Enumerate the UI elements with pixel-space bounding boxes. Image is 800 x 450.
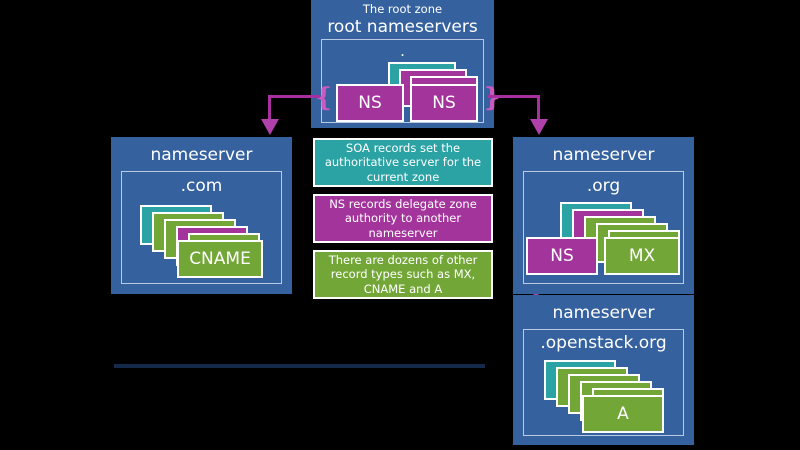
zone-box-openstack-org: nameserver .openstack.org A	[513, 295, 694, 445]
root-zone-heading: root nameservers	[327, 17, 478, 37]
zone-inner-org: .org NS MX	[523, 171, 684, 284]
zone-heading-openstack-org: nameserver	[552, 303, 655, 323]
root-zone-caption: The root zone	[362, 2, 443, 16]
record-label: NS	[550, 246, 574, 266]
record-label: A	[617, 404, 629, 424]
record-card-mx: MX	[604, 237, 680, 275]
root-zone-label: .	[400, 42, 405, 60]
connector-line-right-horizontal	[488, 95, 540, 98]
legend-other: There are dozens of other record types s…	[313, 250, 493, 299]
zone-inner-com: .com CNAME	[121, 171, 282, 284]
legend-ns: NS records delegate zone authority to an…	[313, 194, 493, 243]
record-card-a: A	[582, 395, 664, 433]
record-label: NS	[358, 93, 382, 113]
zone-heading-org: nameserver	[552, 145, 655, 165]
connector-bracket-left: ❴	[313, 83, 335, 113]
zone-box-com: nameserver .com CNAME	[111, 137, 292, 294]
legend-text: NS records delegate zone authority to an…	[329, 196, 477, 240]
zone-label-org: .org	[586, 176, 621, 196]
legend-text: SOA records set the authoritative server…	[324, 140, 482, 184]
connector-line-left-vertical	[268, 95, 271, 122]
record-card-ns-labeled: NS	[526, 237, 598, 275]
legend-soa: SOA records set the authoritative server…	[313, 138, 493, 187]
connector-line-right-vertical	[537, 95, 540, 122]
record-label: CNAME	[189, 249, 251, 269]
zone-label-openstack-org: .openstack.org	[540, 333, 667, 353]
legend-text: There are dozens of other record types s…	[328, 252, 478, 296]
footer-divider	[114, 364, 485, 368]
root-zone-inner: . NS NS	[321, 39, 484, 123]
zone-inner-openstack-org: .openstack.org A	[523, 329, 684, 436]
record-card-ns-right: NS	[410, 84, 478, 122]
connector-arrow-to-org	[530, 119, 548, 135]
connector-bracket-right: ❵	[481, 83, 503, 113]
record-label: MX	[628, 246, 656, 266]
record-label: NS	[432, 93, 456, 113]
zone-heading-com: nameserver	[150, 145, 253, 165]
zone-label-com: .com	[180, 176, 223, 196]
zone-box-org: nameserver .org NS MX	[513, 137, 694, 294]
root-zone-box: The root zone root nameservers . NS NS	[311, 0, 494, 128]
record-card-cname: CNAME	[177, 240, 263, 278]
connector-arrow-to-com	[261, 119, 279, 135]
connector-line-left-horizontal	[268, 95, 320, 98]
record-card-ns-left: NS	[336, 84, 404, 122]
